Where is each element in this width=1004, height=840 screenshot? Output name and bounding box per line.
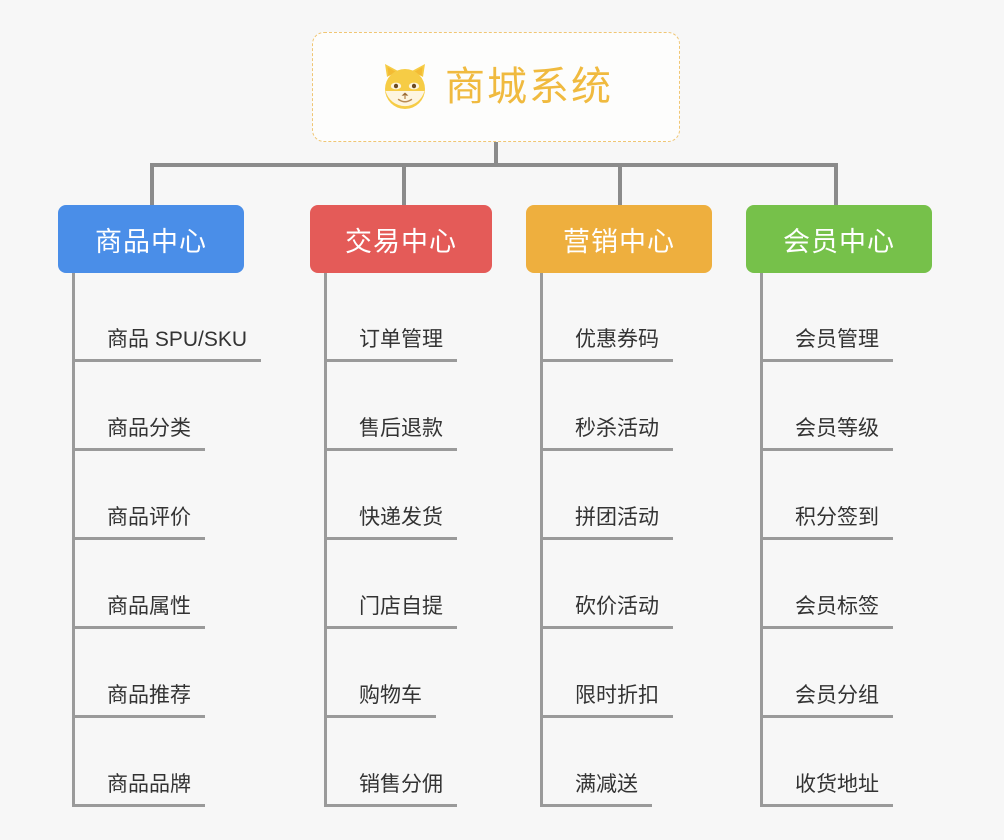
leaf-label: 积分签到 bbox=[763, 506, 893, 540]
list-item[interactable]: 销售分佣 bbox=[327, 718, 492, 807]
connector-drop-branch-4 bbox=[834, 163, 838, 205]
leaf-label: 商品属性 bbox=[75, 595, 205, 629]
branch-trade-center: 交易中心 订单管理 售后退款 快递发货 门店自提 购物车 销售分佣 bbox=[310, 205, 492, 807]
branch-marketing-center: 营销中心 优惠券码 秒杀活动 拼团活动 砍价活动 限时折扣 满减送 bbox=[526, 205, 712, 807]
leaf-label: 商品分类 bbox=[75, 417, 205, 451]
list-item[interactable]: 会员标签 bbox=[763, 540, 932, 629]
leaf-label: 会员分组 bbox=[763, 684, 893, 718]
branch-header-product-center[interactable]: 商品中心 bbox=[58, 205, 244, 273]
shiba-dog-icon bbox=[379, 61, 431, 113]
branch-header-trade-center[interactable]: 交易中心 bbox=[310, 205, 492, 273]
leaf-label: 秒杀活动 bbox=[543, 417, 673, 451]
leaf-label: 售后退款 bbox=[327, 417, 457, 451]
branch-member-center: 会员中心 会员管理 会员等级 积分签到 会员标签 会员分组 收货地址 bbox=[746, 205, 932, 807]
list-item[interactable]: 订单管理 bbox=[327, 273, 492, 362]
list-item[interactable]: 会员管理 bbox=[763, 273, 932, 362]
list-item[interactable]: 积分签到 bbox=[763, 451, 932, 540]
leaf-label: 会员标签 bbox=[763, 595, 893, 629]
list-item[interactable]: 商品评价 bbox=[75, 451, 244, 540]
connector-drop-branch-1 bbox=[150, 163, 154, 205]
leaf-list-member-center: 会员管理 会员等级 积分签到 会员标签 会员分组 收货地址 bbox=[760, 273, 932, 807]
connector-drop-branch-2 bbox=[402, 163, 406, 205]
leaf-list-marketing-center: 优惠券码 秒杀活动 拼团活动 砍价活动 限时折扣 满减送 bbox=[540, 273, 712, 807]
leaf-list-product-center: 商品 SPU/SKU 商品分类 商品评价 商品属性 商品推荐 商品品牌 bbox=[72, 273, 262, 807]
list-item[interactable]: 会员等级 bbox=[763, 362, 932, 451]
connector-drop-branch-3 bbox=[618, 163, 622, 205]
branch-product-center: 商品中心 商品 SPU/SKU 商品分类 商品评价 商品属性 商品推荐 商品品牌 bbox=[58, 205, 262, 807]
list-item[interactable]: 商品 SPU/SKU bbox=[75, 273, 262, 362]
list-item[interactable]: 优惠券码 bbox=[543, 273, 712, 362]
leaf-label: 满减送 bbox=[543, 773, 652, 807]
list-item[interactable]: 快递发货 bbox=[327, 451, 492, 540]
branch-label: 商品中心 bbox=[95, 226, 207, 257]
leaf-label: 会员等级 bbox=[763, 417, 893, 451]
list-item[interactable]: 收货地址 bbox=[763, 718, 932, 807]
leaf-label: 优惠券码 bbox=[543, 328, 673, 362]
root-title: 商城系统 bbox=[445, 65, 613, 109]
list-item[interactable]: 会员分组 bbox=[763, 629, 932, 718]
list-item[interactable]: 购物车 bbox=[327, 629, 492, 718]
leaf-label: 拼团活动 bbox=[543, 506, 673, 540]
leaf-label: 商品评价 bbox=[75, 506, 205, 540]
list-item[interactable]: 商品分类 bbox=[75, 362, 244, 451]
leaf-list-trade-center: 订单管理 售后退款 快递发货 门店自提 购物车 销售分佣 bbox=[324, 273, 492, 807]
list-item[interactable]: 拼团活动 bbox=[543, 451, 712, 540]
leaf-label: 商品品牌 bbox=[75, 773, 205, 807]
leaf-label: 订单管理 bbox=[327, 328, 457, 362]
list-item[interactable]: 砍价活动 bbox=[543, 540, 712, 629]
branch-label: 交易中心 bbox=[345, 226, 457, 257]
leaf-label: 快递发货 bbox=[327, 506, 457, 540]
list-item[interactable]: 售后退款 bbox=[327, 362, 492, 451]
list-item[interactable]: 秒杀活动 bbox=[543, 362, 712, 451]
list-item[interactable]: 商品推荐 bbox=[75, 629, 244, 718]
leaf-label: 限时折扣 bbox=[543, 684, 673, 718]
leaf-label: 购物车 bbox=[327, 684, 436, 718]
branch-header-member-center[interactable]: 会员中心 bbox=[746, 205, 932, 273]
list-item[interactable]: 门店自提 bbox=[327, 540, 492, 629]
connector-horizontal-bar bbox=[150, 163, 838, 167]
connector-root-stem bbox=[494, 142, 498, 166]
leaf-label: 商品 SPU/SKU bbox=[75, 328, 262, 362]
branch-label: 会员中心 bbox=[783, 226, 895, 257]
leaf-label: 销售分佣 bbox=[327, 773, 457, 807]
branch-header-marketing-center[interactable]: 营销中心 bbox=[526, 205, 712, 273]
leaf-label: 会员管理 bbox=[763, 328, 893, 362]
leaf-label: 收货地址 bbox=[763, 773, 893, 807]
list-item[interactable]: 商品品牌 bbox=[75, 718, 244, 807]
root-node[interactable]: 商城系统 bbox=[312, 32, 680, 142]
leaf-label: 商品推荐 bbox=[75, 684, 205, 718]
list-item[interactable]: 商品属性 bbox=[75, 540, 244, 629]
leaf-label: 砍价活动 bbox=[543, 595, 673, 629]
branch-label: 营销中心 bbox=[563, 226, 675, 257]
list-item[interactable]: 限时折扣 bbox=[543, 629, 712, 718]
leaf-label: 门店自提 bbox=[327, 595, 457, 629]
list-item[interactable]: 满减送 bbox=[543, 718, 712, 807]
